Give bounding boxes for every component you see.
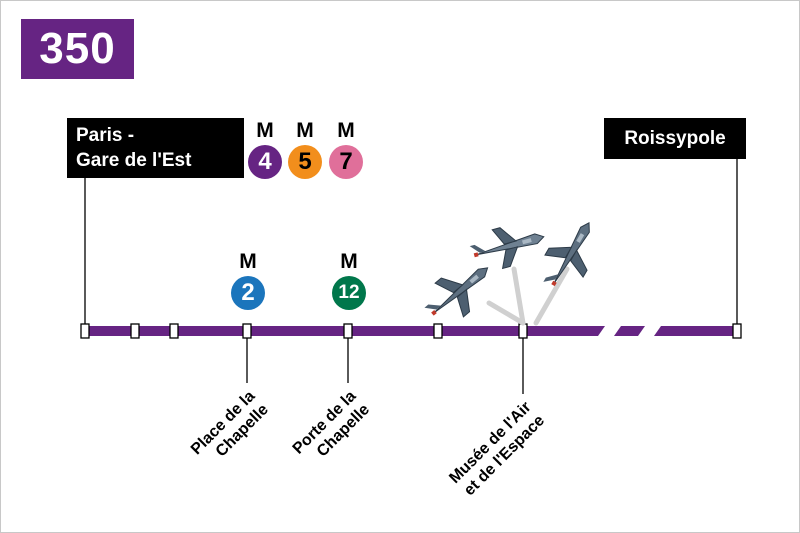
route-line-break bbox=[614, 326, 645, 336]
metro-icon: M bbox=[256, 119, 274, 142]
stop-marker bbox=[169, 323, 179, 339]
terminus-start-line1: Paris - bbox=[76, 125, 135, 146]
terminus-start-line2: Gare de l'Est bbox=[76, 150, 192, 171]
terminus-start: Paris - Gare de l'Est bbox=[67, 118, 244, 178]
metro-icon: M bbox=[296, 119, 314, 142]
connection-metro-4: M 4 bbox=[248, 120, 282, 179]
connection-metro-7: M 7 bbox=[329, 120, 363, 179]
connection-metro-12: M 12 bbox=[332, 251, 366, 310]
stop-marker bbox=[732, 323, 742, 339]
terminus-end: Roissypole bbox=[604, 118, 746, 159]
line-number-badge: 350 bbox=[21, 19, 134, 79]
connection-metro-2: M 2 bbox=[231, 251, 265, 310]
stop-marker bbox=[343, 323, 353, 339]
metro-line-badge: 2 bbox=[231, 276, 265, 310]
metro-line-badge: 7 bbox=[329, 145, 363, 179]
jet-planes-icon bbox=[424, 222, 590, 326]
metro-line-badge: 12 bbox=[332, 276, 366, 310]
stop-marker bbox=[242, 323, 252, 339]
metro-line-badge: 5 bbox=[288, 145, 322, 179]
metro-icon: M bbox=[239, 250, 257, 273]
metro-line-badge: 4 bbox=[248, 145, 282, 179]
metro-icon: M bbox=[337, 119, 355, 142]
stop-marker bbox=[518, 323, 528, 339]
metro-icon: M bbox=[340, 250, 358, 273]
connection-metro-5: M 5 bbox=[288, 120, 322, 179]
stop-marker bbox=[80, 323, 90, 339]
stop-marker bbox=[433, 323, 443, 339]
stop-marker bbox=[130, 323, 140, 339]
route-line-segment bbox=[654, 326, 737, 336]
